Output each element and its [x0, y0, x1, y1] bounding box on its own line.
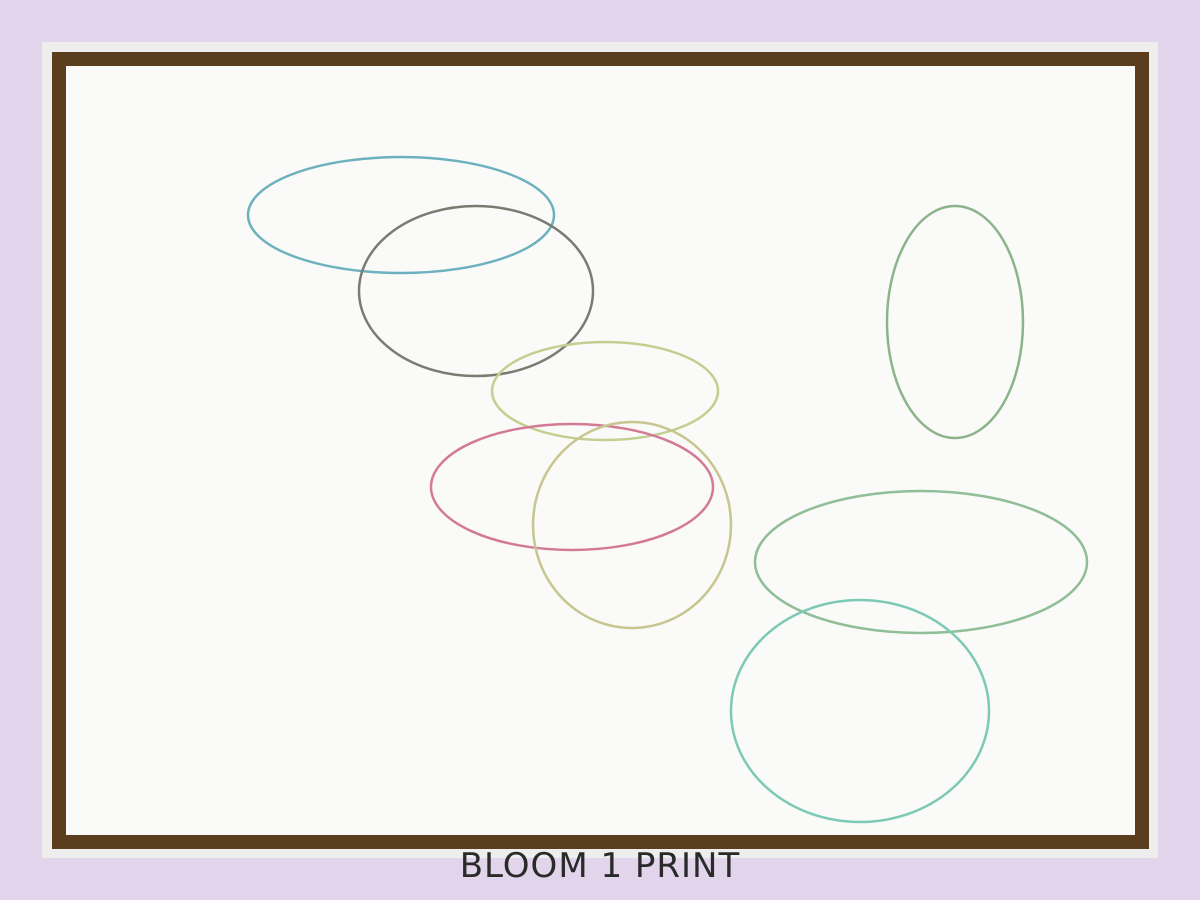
- gray-ellipse: [357, 204, 595, 378]
- pink-ellipse: [429, 422, 715, 552]
- khaki-ellipse: [531, 420, 733, 630]
- print-caption: BLOOM 1 PRINT: [459, 846, 741, 886]
- print-canvas: [66, 66, 1135, 835]
- green-vertical-ellipse: [885, 204, 1025, 440]
- green-wide-ellipse: [753, 489, 1089, 635]
- yellow-green-ellipse: [490, 340, 720, 442]
- blue-ellipse: [246, 155, 556, 275]
- teal-ellipse: [729, 598, 991, 824]
